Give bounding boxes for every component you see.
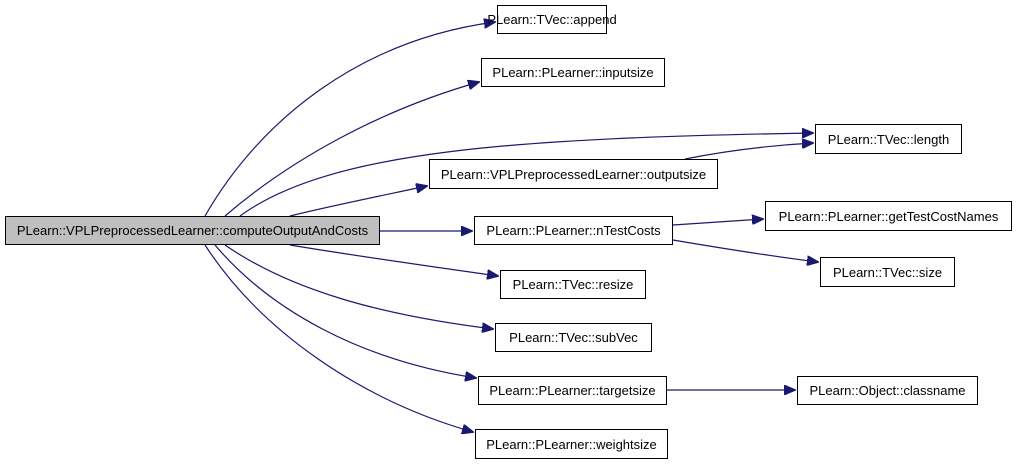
node-classname[interactable]: PLearn::Object::classname: [797, 376, 978, 405]
node-outputsize[interactable]: PLearn::VPLPreprocessedLearner::outputsi…: [429, 159, 718, 189]
edge-outputsize-to-length: [684, 143, 813, 160]
edge-root-to-outputsize: [289, 186, 427, 217]
edge-root-to-inputsize: [224, 82, 479, 217]
edge-root-to-append: [204, 22, 495, 217]
edge-root-to-subVec: [224, 244, 493, 329]
node-size[interactable]: PLearn::TVec::size: [820, 257, 955, 287]
node-root: PLearn::VPLPreprocessedLearner::computeO…: [5, 216, 380, 245]
edge-root-to-targetsize: [214, 244, 476, 378]
edge-root-to-weightsize: [204, 244, 473, 432]
node-gettestcostnames[interactable]: PLearn::PLearner::getTestCostNames: [765, 201, 1012, 231]
node-weightsize[interactable]: PLearn::PLearner::weightsize: [475, 429, 668, 459]
node-resize[interactable]: PLearn::TVec::resize: [500, 270, 646, 299]
node-targetsize[interactable]: PLearn::PLearner::targetsize: [478, 376, 667, 405]
edge-nTestCosts-to-getTestCostNames: [672, 219, 763, 226]
edge-nTestCosts-to-size: [672, 239, 818, 262]
edge-root-to-length: [239, 133, 813, 217]
node-ntestcosts[interactable]: PLearn::PLearner::nTestCosts: [474, 216, 673, 245]
node-inputsize[interactable]: PLearn::PLearner::inputsize: [481, 58, 665, 87]
node-length[interactable]: PLearn::TVec::length: [815, 124, 962, 154]
edge-root-to-resize: [289, 244, 498, 276]
node-subvec[interactable]: PLearn::TVec::subVec: [495, 323, 652, 352]
node-append[interactable]: PLearn::TVec::append: [487, 5, 617, 34]
